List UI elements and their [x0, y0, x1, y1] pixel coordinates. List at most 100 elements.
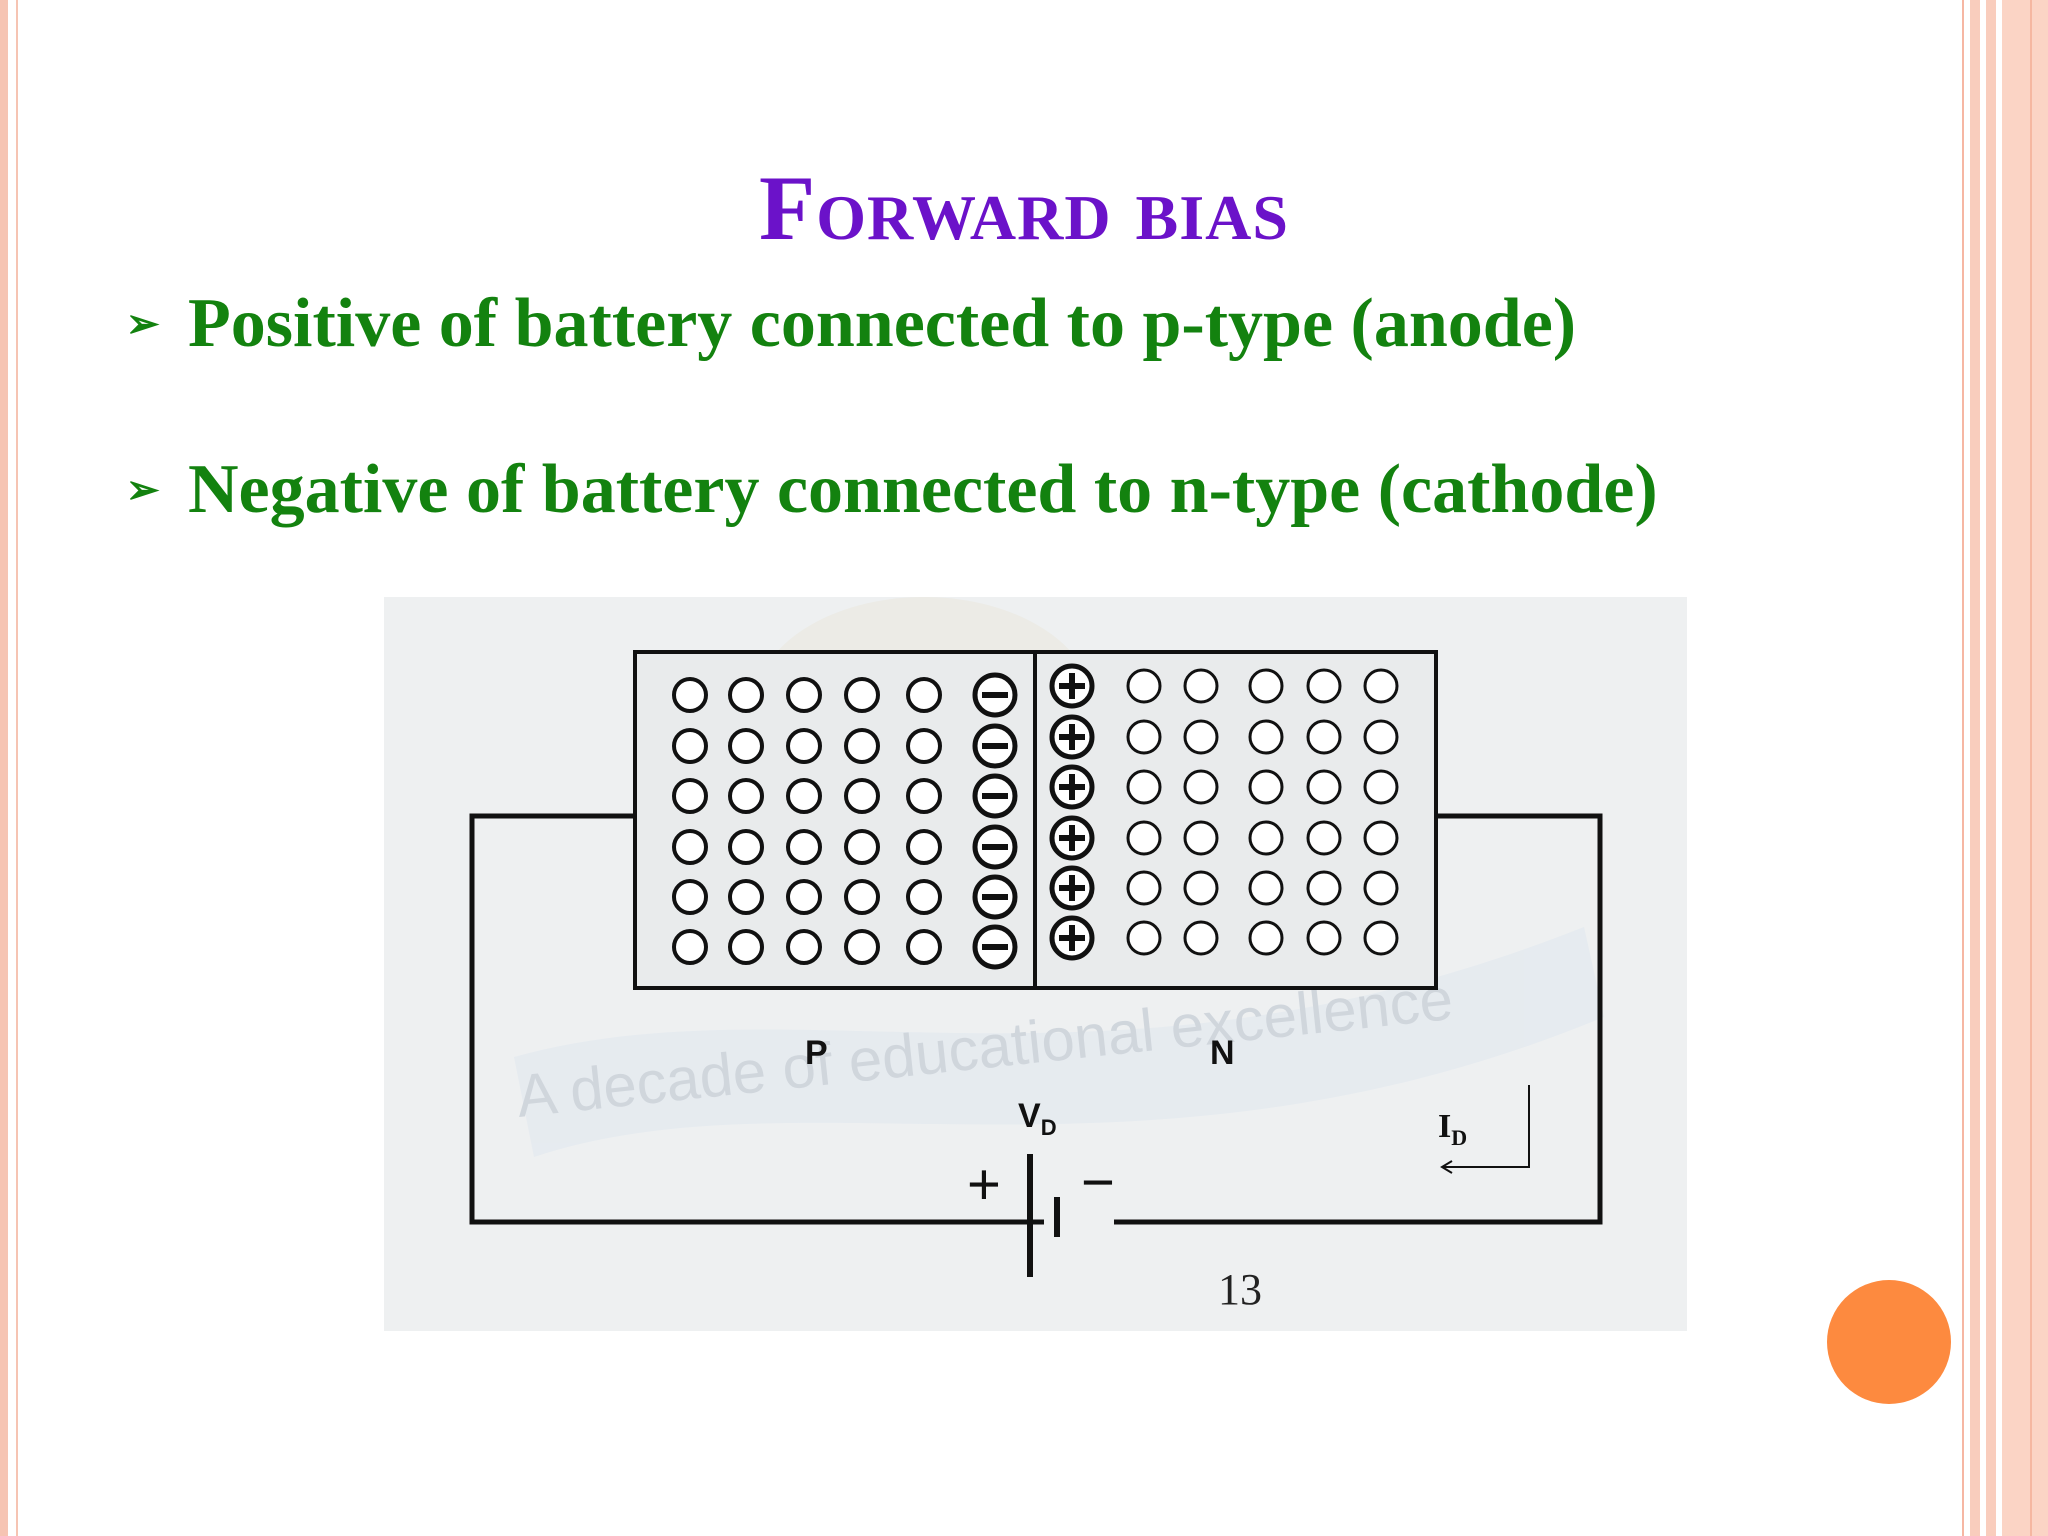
negative-ion-icon: [972, 773, 1018, 819]
pn-junction-diagram: A decade of educational excellence + − V…: [469, 597, 1604, 1277]
hole-carrier: [906, 728, 942, 764]
bullet-text: Positive of battery connected to p-type …: [188, 285, 1577, 362]
electron-carrier: [1363, 820, 1399, 856]
battery-symbol: [1027, 1154, 1060, 1277]
negative-ion-icon: [972, 672, 1018, 718]
hole-carrier: [672, 929, 708, 965]
hole-carrier: [844, 829, 880, 865]
hole-carrier: [844, 929, 880, 965]
left-border-bar: [0, 0, 8, 1536]
electron-carrier: [1183, 820, 1219, 856]
page-number: 13: [1218, 1265, 1262, 1314]
bullet-text: Negative of battery connected to n-type …: [188, 451, 1658, 528]
hole-carrier: [844, 677, 880, 713]
id-main: I: [1438, 1108, 1451, 1145]
electron-carrier: [1126, 820, 1162, 856]
right-border-line: [2030, 0, 2032, 1536]
hole-carrier: [728, 829, 764, 865]
right-border-stripe: [1986, 0, 1996, 1536]
battery-plus-sign: +: [967, 1152, 1001, 1217]
electron-carrier: [1126, 668, 1162, 704]
hole-carrier: [786, 677, 822, 713]
electron-carrier: [1183, 920, 1219, 956]
electron-carrier: [1126, 719, 1162, 755]
negative-ions: [972, 672, 1018, 970]
vd-label: VD: [1018, 1097, 1057, 1140]
p-region-label: P: [805, 1034, 828, 1072]
electron-carrier: [1126, 920, 1162, 956]
electron-carrier: [1363, 719, 1399, 755]
positive-ion-icon: [1049, 714, 1095, 760]
hole-carrier: [786, 778, 822, 814]
n-region-label: N: [1210, 1034, 1235, 1072]
electron-carrier: [1248, 820, 1284, 856]
right-border-band: [2002, 0, 2048, 1536]
electron-carrier: [1183, 870, 1219, 906]
hole-carrier: [906, 929, 942, 965]
hole-carrier: [786, 829, 822, 865]
electron-carrier: [1183, 668, 1219, 704]
pn-junction-figure: A decade of educational excellence + − V…: [384, 597, 1687, 1331]
positive-ion-icon: [1049, 915, 1095, 961]
electron-carrier: [1306, 719, 1342, 755]
positive-ions: [1049, 663, 1095, 961]
hole-carrier: [844, 778, 880, 814]
hole-carrier: [728, 879, 764, 915]
bullet-arrow-icon: ➢: [126, 300, 160, 346]
negative-ion-icon: [972, 924, 1018, 970]
hole-carrier: [786, 879, 822, 915]
bullet-item: ➢Negative of battery connected to n-type…: [126, 450, 1658, 536]
id-label: ID: [1438, 1108, 1467, 1150]
vd-subscript: D: [1041, 1115, 1057, 1140]
hole-carrier: [906, 829, 942, 865]
electron-carrier: [1248, 668, 1284, 704]
vd-main: V: [1018, 1097, 1041, 1135]
electron-carrier: [1248, 920, 1284, 956]
right-border-line: [1962, 0, 1964, 1536]
slide-title: Forward bias: [759, 157, 1289, 259]
negative-ion-icon: [972, 824, 1018, 870]
hole-carrier: [672, 778, 708, 814]
electron-carrier: [1183, 769, 1219, 805]
electron-carrier: [1248, 769, 1284, 805]
right-border-stripe: [1970, 0, 1980, 1536]
negative-ion-icon: [972, 723, 1018, 769]
electron-carrier: [1363, 769, 1399, 805]
positive-ion-icon: [1049, 865, 1095, 911]
hole-carrier: [728, 677, 764, 713]
n-region-carriers: [1126, 668, 1399, 956]
positive-ion-icon: [1049, 764, 1095, 810]
hole-carrier: [728, 728, 764, 764]
positive-ion-icon: [1049, 815, 1095, 861]
electron-carrier: [1306, 820, 1342, 856]
hole-carrier: [728, 929, 764, 965]
electron-carrier: [1248, 719, 1284, 755]
negative-ion-icon: [972, 874, 1018, 920]
pn-block: [633, 650, 1438, 990]
hole-carrier: [672, 728, 708, 764]
hole-carrier: [844, 728, 880, 764]
electron-carrier: [1363, 920, 1399, 956]
electron-carrier: [1363, 668, 1399, 704]
electron-carrier: [1306, 870, 1342, 906]
left-border-line: [16, 0, 18, 1536]
electron-carrier: [1183, 719, 1219, 755]
battery-minus-sign: −: [1081, 1150, 1115, 1215]
electron-carrier: [1363, 870, 1399, 906]
current-arrow-icon: [1440, 1085, 1530, 1174]
p-region-carriers: [672, 677, 942, 965]
electron-carrier: [1306, 769, 1342, 805]
accent-circle: [1827, 1280, 1951, 1404]
id-subscript: D: [1451, 1125, 1467, 1150]
hole-carrier: [672, 677, 708, 713]
hole-carrier: [672, 829, 708, 865]
bullet-item: ➢ Positive of battery connected to p-type…: [126, 284, 1576, 370]
electron-carrier: [1306, 668, 1342, 704]
positive-ion-icon: [1049, 663, 1095, 709]
hole-carrier: [786, 728, 822, 764]
hole-carrier: [844, 879, 880, 915]
hole-carrier: [728, 778, 764, 814]
electron-carrier: [1306, 920, 1342, 956]
hole-carrier: [906, 879, 942, 915]
electron-carrier: [1248, 870, 1284, 906]
